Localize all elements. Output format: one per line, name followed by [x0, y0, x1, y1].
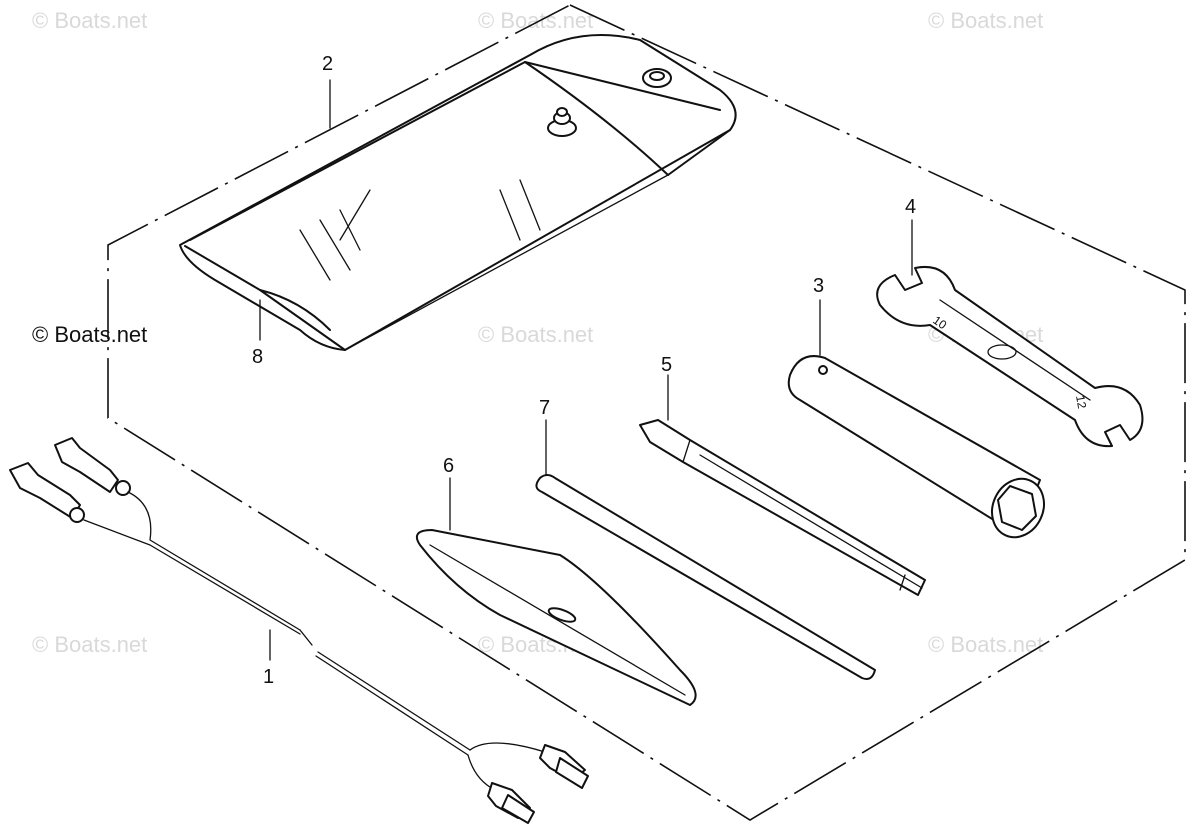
watermark-top-center: © Boats.net	[478, 8, 594, 33]
screwdriver[interactable]	[639, 419, 926, 596]
flat-lever[interactable]	[416, 529, 697, 706]
callout-6: 6	[443, 455, 454, 477]
assembly-boundary	[107, 4, 1186, 821]
plug-wrench[interactable]	[787, 355, 1054, 546]
callout-4: 4	[905, 196, 916, 218]
wrench-size-12: 12	[1073, 394, 1089, 410]
callout-7: 7	[539, 397, 550, 419]
callout-1: 1	[263, 666, 274, 688]
watermark-bottom-left: © Boats.net	[32, 632, 148, 657]
callout-2: 2	[322, 53, 333, 75]
watermark-bottom-right: © Boats.net	[928, 632, 1044, 657]
charging-cable[interactable]	[9, 437, 589, 824]
rod[interactable]	[535, 474, 876, 680]
callout-3: 3	[813, 275, 824, 297]
open-end-wrench[interactable]: 10 12	[876, 266, 1144, 448]
callout-5: 5	[661, 354, 672, 376]
watermark-top-left: © Boats.net	[32, 8, 148, 33]
tool-bag[interactable]	[179, 34, 737, 351]
watermark-middle-center: © Boats.net	[478, 322, 594, 347]
watermark-top-right: © Boats.net	[928, 8, 1044, 33]
callout-8: 8	[252, 346, 263, 368]
watermark-main: © Boats.net	[32, 322, 148, 347]
